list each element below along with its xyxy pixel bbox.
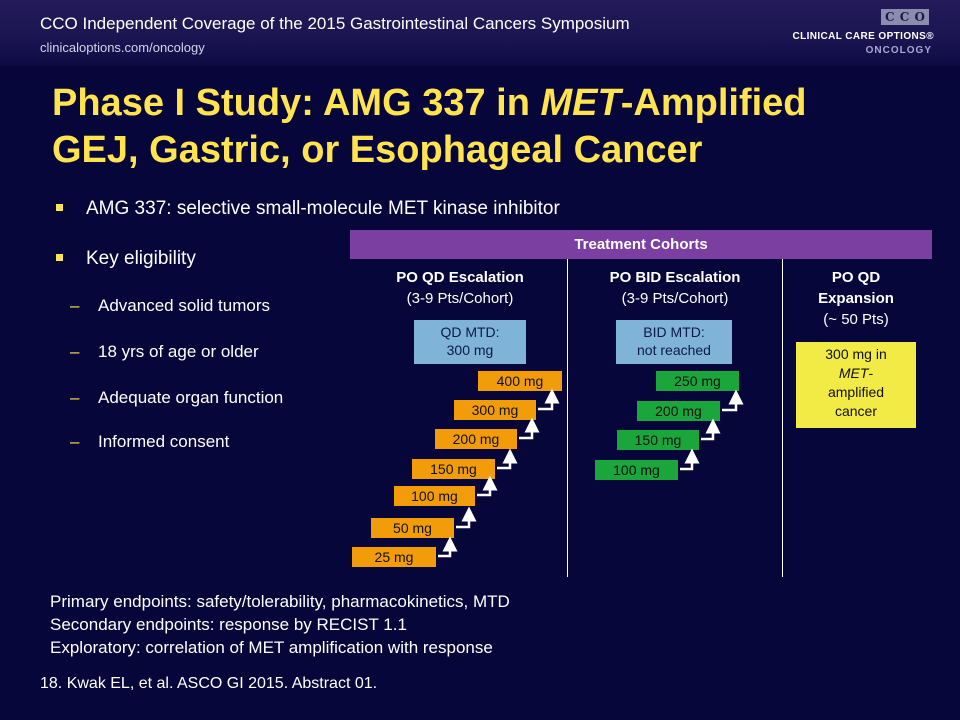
header-bar: CCO Independent Coverage of the 2015 Gas… [0,0,960,66]
exploratory-endpoints: Exploratory: correlation of MET amplific… [50,638,493,657]
citation: 18. Kwak EL, et al. ASCO GI 2015. Abstra… [40,675,378,692]
sub-bullet-text: 18 yrs of age or older [98,342,259,361]
step-arrow-icon [538,388,560,411]
column-divider [567,259,568,577]
header-url: clinicaloptions.com/oncology [40,40,205,55]
logo-text: CLINICAL CARE OPTIONS® [792,31,934,42]
bullet-drug: AMG 337: selective small-molecule MET ki… [56,198,560,220]
sub-bullet-text: Adequate organ function [98,388,284,407]
qd-mtd-box: QD MTD: 300 mg [414,320,526,364]
bid-dose-step: 150 mg [617,430,699,450]
step-arrow-icon [497,448,518,470]
column-subtitle: (3-9 Pts/Cohort) [406,290,514,307]
expansion-italic: MET [838,365,869,381]
step-arrow-icon [438,536,458,558]
title-text: GEJ, Gastric, or Esophageal Cancer [52,129,703,171]
mtd-label: BID MTD: [643,324,705,340]
secondary-endpoints: Secondary endpoints: response by RECIST … [50,615,407,634]
column-title: Expansion [818,290,894,307]
logo-subtext: ONCOLOGY [865,45,932,56]
sub-bullet: –Advanced solid tumors [70,296,270,315]
cco-logo-mark: C C O [881,9,929,25]
slide-title: Phase I Study: AMG 337 in MET-Amplified … [52,80,932,174]
primary-endpoints: Primary endpoints: safety/tolerability, … [50,592,510,611]
bullet-eligibility: Key eligibility [56,248,196,270]
mtd-value: 300 mg [446,342,494,358]
bid-mtd-box: BID MTD: not reached [616,320,732,364]
step-arrow-icon [722,389,744,412]
qd-dose-step: 25 mg [352,547,436,567]
bid-dose-step: 250 mg [656,371,739,391]
bid-dose-step: 200 mg [637,401,720,421]
sub-bullet-text: Informed consent [98,432,230,451]
qd-dose-step: 100 mg [394,486,475,506]
qd-dose-step: 50 mg [371,518,454,538]
step-arrow-icon [701,418,721,441]
bullet-text: AMG 337: selective small-molecule MET ki… [86,198,560,219]
bid-dose-step: 100 mg [595,460,678,480]
expansion-text: amplified [827,384,885,400]
expansion-text: - [868,365,874,381]
qd-dose-step: 400 mg [478,371,562,391]
bullet-text: Key eligibility [86,248,196,269]
logo-letter: O [914,10,925,24]
qd-dose-step: 150 mg [412,459,495,479]
step-arrow-icon [456,506,477,529]
qd-dose-step: 200 mg [435,429,517,449]
sub-bullet: –Informed consent [70,432,230,451]
logo-letter: C [885,10,895,24]
step-arrow-icon [519,417,540,440]
qd-expansion-heading: PO QD Expansion (~ 50 Pts) [786,267,926,330]
mtd-label: QD MTD: [440,324,500,340]
qd-dose-step: 300 mg [454,400,536,420]
title-italic: MET [540,82,621,124]
sub-bullet: –Adequate organ function [70,388,284,407]
expansion-text: cancer [834,403,878,419]
column-subtitle: (~ 50 Pts) [823,311,889,328]
bullet-marker [56,254,63,261]
step-arrow-icon [680,448,700,471]
step-arrow-icon [477,475,498,497]
title-text: Phase I Study: AMG 337 in [52,82,541,124]
endpoints-block: Primary endpoints: safety/tolerability, … [50,590,510,659]
expansion-text: 300 mg in [825,346,887,362]
column-subtitle: (3-9 Pts/Cohort) [621,290,729,307]
mtd-value: not reached [637,342,711,358]
column-title: PO QD Escalation [396,269,524,286]
column-title: PO BID Escalation [609,269,741,286]
title-text: -Amplified [620,82,807,124]
sub-bullet-text: Advanced solid tumors [98,296,270,315]
logo-letter: C [899,10,910,24]
column-divider [782,259,783,577]
treatment-cohorts-header: Treatment Cohorts [350,230,932,259]
bid-escalation-heading: PO BID Escalation (3-9 Pts/Cohort) [570,267,780,309]
header-title: CCO Independent Coverage of the 2015 Gas… [40,14,630,33]
bullet-marker [56,204,63,211]
qd-escalation-heading: PO QD Escalation (3-9 Pts/Cohort) [355,267,565,309]
sub-bullet: –18 yrs of age or older [70,342,259,361]
expansion-dose-box: 300 mg in MET- amplified cancer [796,342,916,428]
column-title: PO QD [831,269,881,286]
